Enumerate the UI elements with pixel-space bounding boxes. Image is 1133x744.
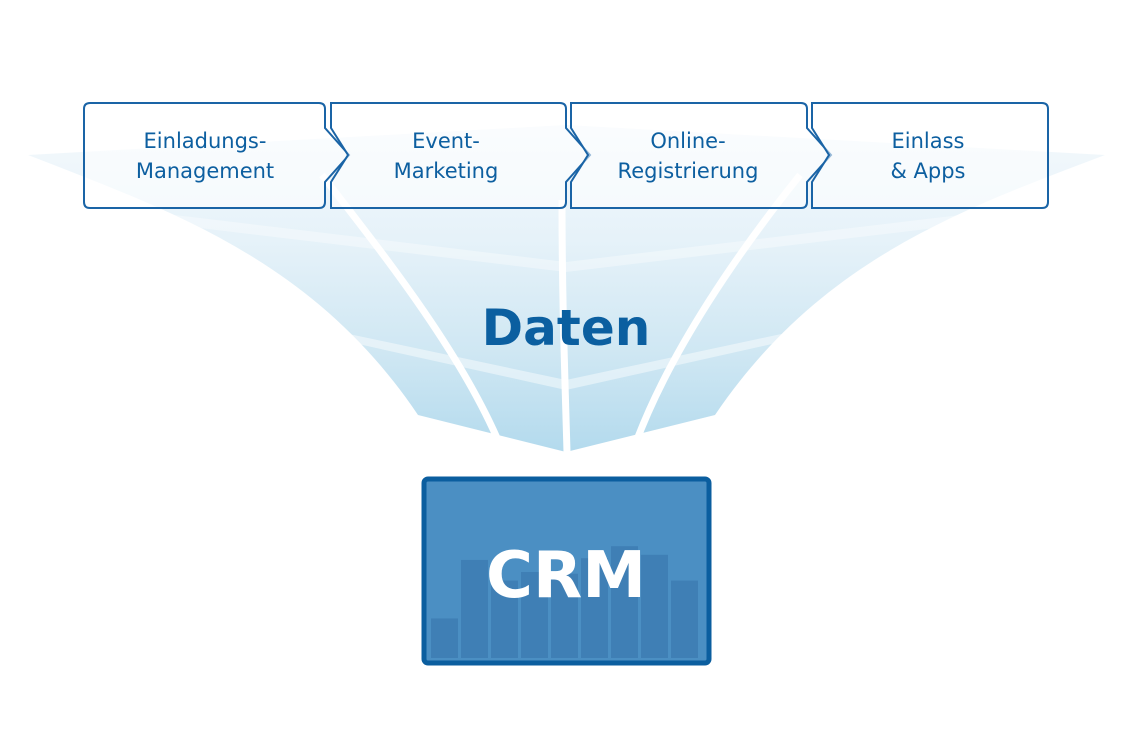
crm-bar-7 [611, 546, 638, 658]
crm-bar-6 [581, 558, 608, 658]
crm-bar-4 [521, 572, 548, 658]
crm-decorative-bars [431, 546, 698, 658]
crm-bar-9 [671, 580, 698, 658]
step-label-line1: Event- [412, 129, 480, 153]
crm-bar-8 [641, 554, 668, 658]
step-event-marketing[interactable]: Event- Marketing [330, 102, 592, 209]
crm-bar-3 [491, 580, 518, 658]
step-online-registrierung[interactable]: Online- Registrierung [570, 102, 833, 209]
step-box-1 [83, 102, 351, 209]
step-box-3 [570, 102, 833, 209]
crm-bar-1 [431, 618, 458, 658]
crm-box[interactable]: CRM [421, 476, 712, 666]
flow-line-2 [558, 199, 571, 453]
step-label-line1: Einladungs- [144, 129, 267, 153]
crm-bar-2 [461, 559, 488, 658]
step-label-line1: Online- [650, 129, 725, 153]
crm-bar-5 [551, 573, 578, 658]
daten-label: Daten [482, 299, 651, 357]
step-label-line2: & Apps [890, 159, 965, 183]
step-label-line2: Marketing [394, 159, 499, 183]
step-einladungs-management[interactable]: Einladungs- Management [83, 102, 351, 209]
funnel-band-upper [150, 212, 985, 272]
step-box-4 [811, 102, 1049, 209]
step-einlass-apps[interactable]: Einlass & Apps [811, 102, 1049, 209]
step-box-2 [330, 102, 592, 209]
step-label-line1: Einlass [892, 129, 965, 153]
process-steps: Einladungs- Management Event- Marketing … [83, 102, 1049, 209]
crm-label: CRM [486, 539, 646, 613]
step-label-line2: Management [136, 159, 274, 183]
step-label-line2: Registrierung [618, 159, 759, 183]
